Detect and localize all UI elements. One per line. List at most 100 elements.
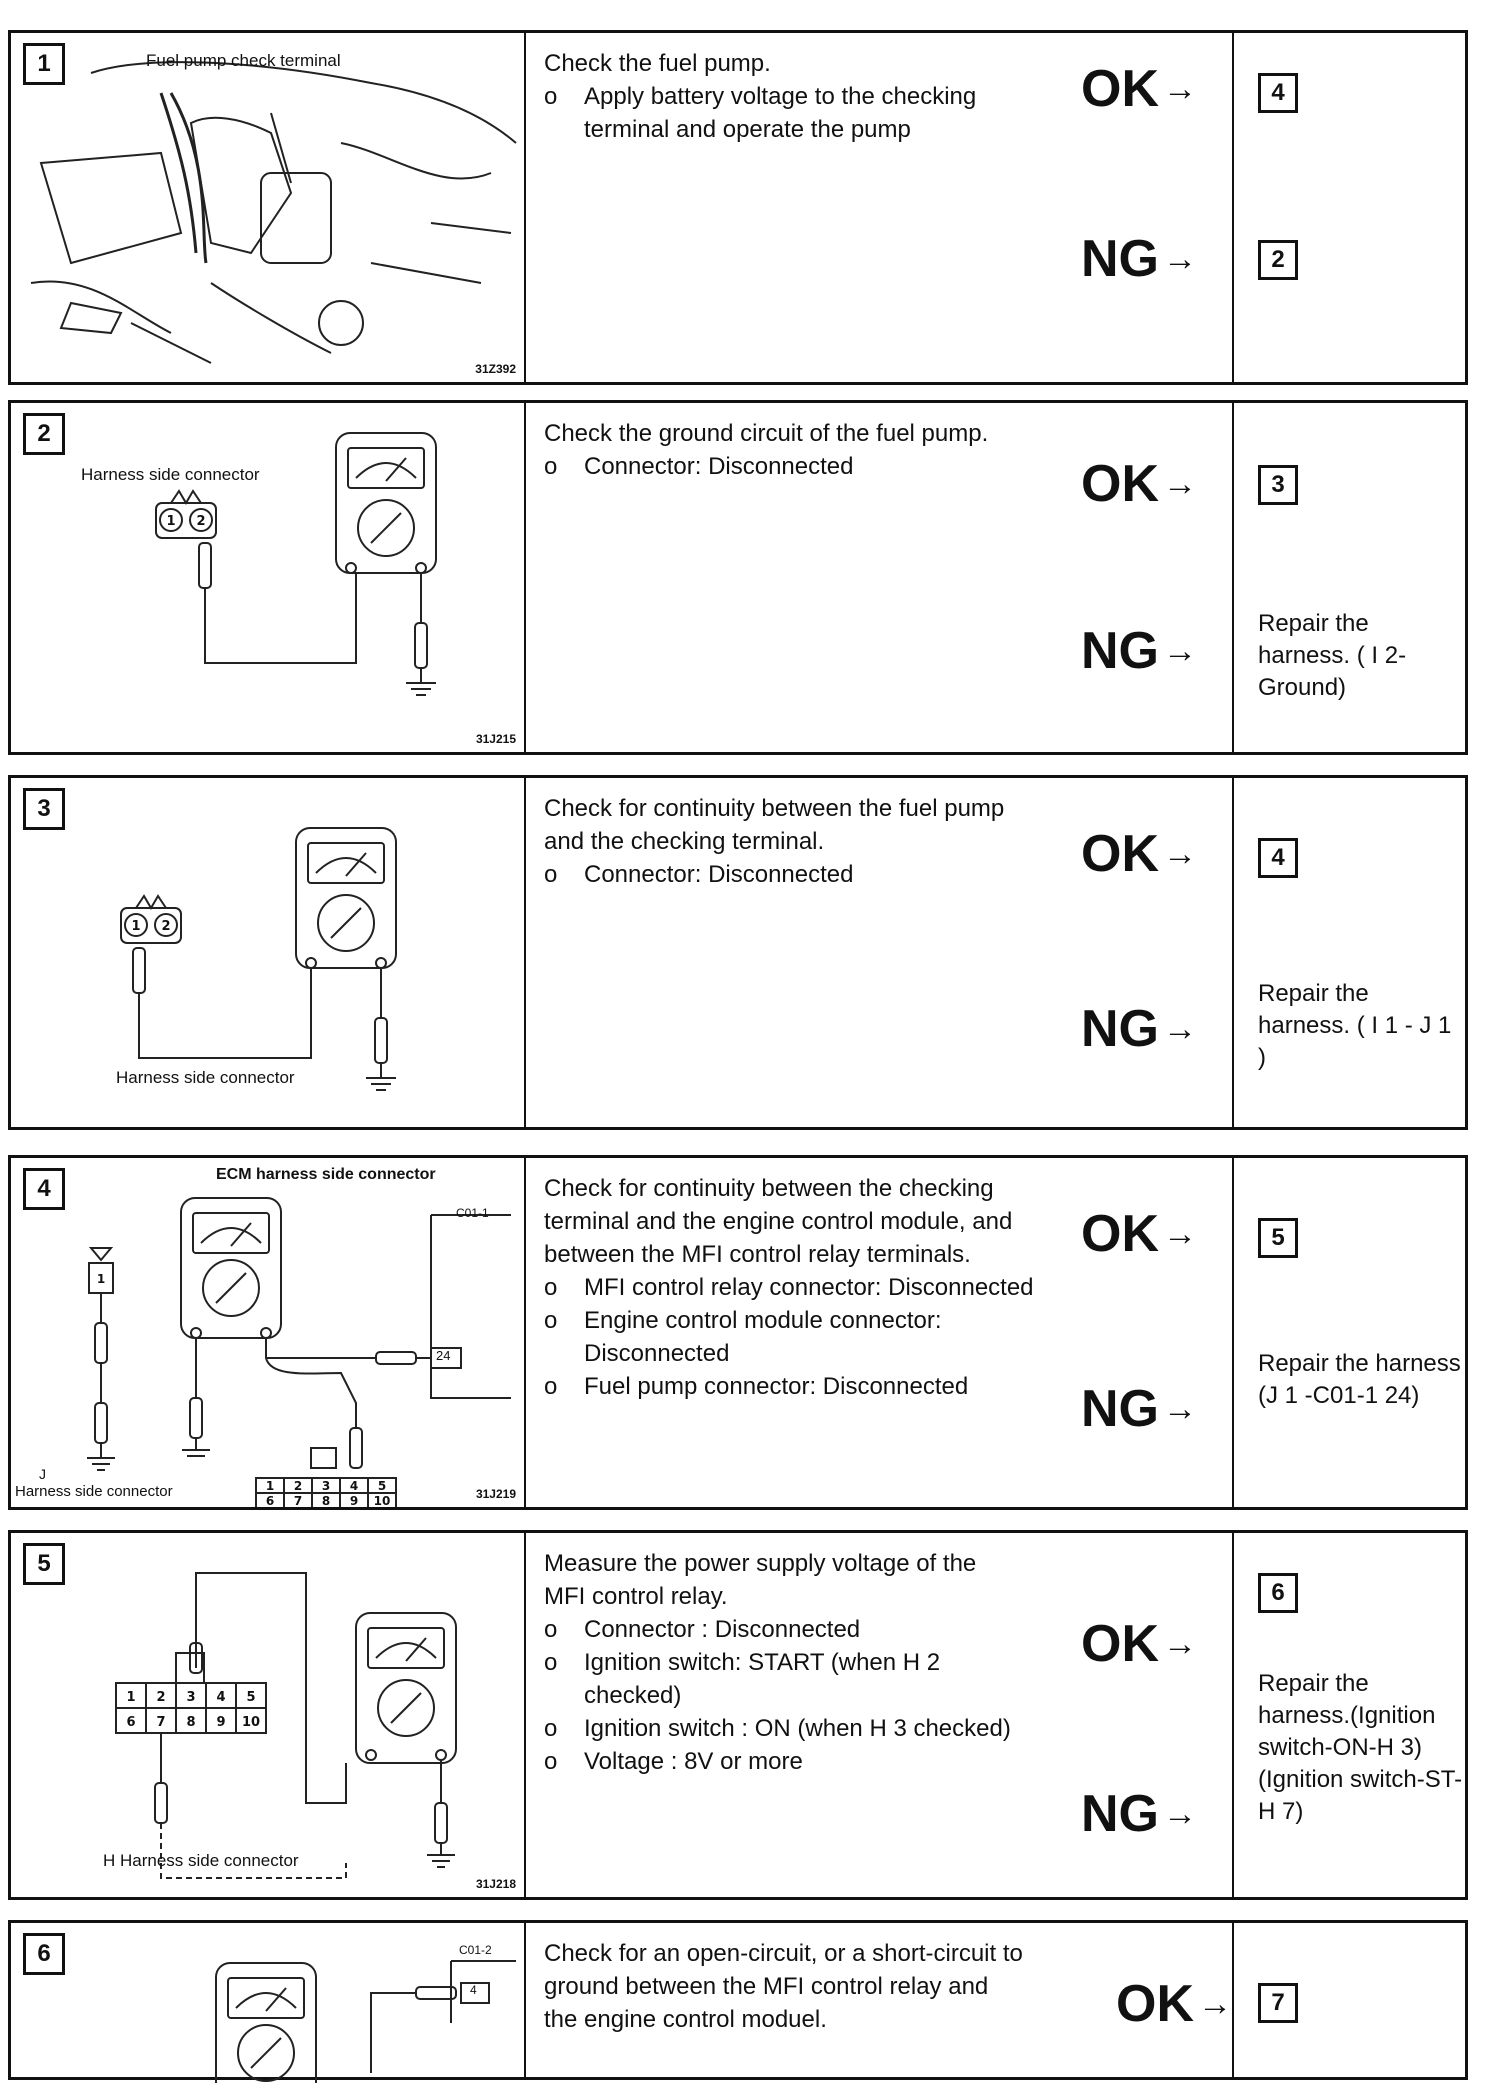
step-5-results: 6 Repair the harness.(Ignition switch-ON… xyxy=(1232,1533,1465,1897)
bullet: o Ignition switch: START (when H 2 checke… xyxy=(544,1646,1024,1712)
ok-label: OK xyxy=(1081,825,1159,883)
step-2-results: 3 Repair the harness. ( I 2-Ground) xyxy=(1232,403,1465,752)
figure-tag: J xyxy=(39,1466,46,1482)
bullet: o Apply battery voltage to the checking t… xyxy=(544,80,1024,146)
figure-code: 31Z392 xyxy=(475,362,516,376)
bullet-marker: o xyxy=(544,453,558,480)
svg-text:1: 1 xyxy=(126,1690,135,1705)
ng-branch: NG→ xyxy=(1081,233,1197,285)
bullet-text: Engine control module connector: Disconn… xyxy=(584,1307,942,1367)
ng-label: NG xyxy=(1081,230,1159,288)
bullet: o Engine control module connector: Discon… xyxy=(544,1304,1044,1370)
arrow-icon: → xyxy=(1163,835,1197,873)
bullet-marker: o xyxy=(544,1274,558,1301)
arrow-icon: → xyxy=(1163,70,1197,108)
step-3-description: Check for continuity between the fuel pu… xyxy=(526,778,1238,1127)
ng-branch: NG→ xyxy=(1081,1003,1197,1055)
arrow-icon: → xyxy=(1198,1985,1232,2023)
step-1-figure: 1 Fuel pump check terminal 31Z392 xyxy=(11,33,526,382)
ok-result: 5 xyxy=(1258,1218,1298,1258)
svg-text:4: 4 xyxy=(350,1479,358,1493)
step-text: Check for continuity between the checkin… xyxy=(544,1172,1044,1403)
svg-text:10: 10 xyxy=(374,1494,391,1507)
bullet-marker: o xyxy=(544,1616,558,1643)
figure-label: ECM harness side connector xyxy=(216,1166,436,1183)
ok-label: OK xyxy=(1081,1205,1159,1263)
arrow-icon: → xyxy=(1163,1215,1197,1253)
arrow-icon: → xyxy=(1163,1795,1197,1833)
ng-branch: NG→ xyxy=(1081,1788,1197,1840)
bullet-text: Ignition switch : ON (when H 3 checked) xyxy=(584,1715,1011,1742)
ng-label: NG xyxy=(1081,1380,1159,1438)
ok-branch: OK→ xyxy=(1081,1208,1197,1260)
step-1-description: Check the fuel pump. o Apply battery volt… xyxy=(526,33,1238,382)
multimeter-circuit-diagram xyxy=(215,1960,516,2083)
step-text: Check the ground circuit of the fuel pum… xyxy=(544,417,1024,483)
ok-result: 6 xyxy=(1258,1573,1298,1613)
svg-text:9: 9 xyxy=(216,1715,225,1730)
step-3-results: 4 Repair the harness. ( I 1 - J 1 ) xyxy=(1232,778,1465,1127)
svg-text:4: 4 xyxy=(216,1690,225,1705)
svg-text:2: 2 xyxy=(294,1479,302,1493)
pin-number: 24 xyxy=(436,1348,451,1363)
figure-code: 31J218 xyxy=(475,1877,516,1891)
step-1: 1 Fuel pump check terminal 31Z392 Check … xyxy=(8,30,1468,385)
bullet-text: Fuel pump connector: Disconnected xyxy=(584,1373,969,1400)
bullet-marker: o xyxy=(544,861,558,888)
step-4-results: 5 Repair the harness (J 1 -C01-1 24) xyxy=(1232,1158,1465,1507)
figure-label: H Harness side connector xyxy=(103,1851,299,1870)
bullet-marker: o xyxy=(544,83,558,110)
svg-text:1: 1 xyxy=(166,514,175,529)
arrow-icon: → xyxy=(1163,1010,1197,1048)
step-5-description: Measure the power supply voltage of the … xyxy=(526,1533,1238,1897)
svg-text:2: 2 xyxy=(161,919,170,934)
bullet-marker: o xyxy=(544,1307,558,1334)
ng-branch: NG→ xyxy=(1081,1383,1197,1435)
step-6: 6 C01-2 4 Check for an open-circuit, or … xyxy=(8,1920,1468,2083)
bullet-marker: o xyxy=(544,1373,558,1400)
svg-text:8: 8 xyxy=(186,1715,195,1730)
svg-text:3: 3 xyxy=(186,1690,195,1705)
ok-label: OK xyxy=(1081,60,1159,118)
bullet-text: Apply battery voltage to the checking te… xyxy=(584,83,977,143)
bullet-marker: o xyxy=(544,1748,558,1775)
figure-code: 31J215 xyxy=(475,732,516,746)
bullet: o Voltage : 8V or more xyxy=(544,1745,1024,1778)
step-number: 5 xyxy=(23,1543,65,1585)
step-title: Measure the power supply voltage of the … xyxy=(544,1550,977,1610)
bullet-text: Voltage : 8V or more xyxy=(584,1748,803,1775)
arrow-icon: → xyxy=(1163,465,1197,503)
ok-label: OK xyxy=(1116,1975,1194,2033)
ok-branch: OK→ xyxy=(1081,63,1197,115)
step-6-results: 7 xyxy=(1232,1923,1465,2077)
ok-branch: OK→ xyxy=(1081,1618,1197,1670)
svg-text:1: 1 xyxy=(131,919,140,934)
bullet-text: Ignition switch: START (when H 2 checked… xyxy=(584,1649,941,1709)
svg-text:2: 2 xyxy=(156,1690,165,1705)
step-text: Check for continuity between the fuel pu… xyxy=(544,792,1024,891)
step-number: 1 xyxy=(23,43,65,85)
ng-label: NG xyxy=(1081,622,1159,680)
bullet-text: Connector: Disconnected xyxy=(584,453,854,480)
step-title: Check the fuel pump. xyxy=(544,50,771,77)
svg-text:1: 1 xyxy=(97,1272,105,1286)
svg-text:10: 10 xyxy=(242,1715,260,1730)
figure-label: Harness side connector xyxy=(116,1068,295,1087)
ok-label: OK xyxy=(1081,455,1159,513)
step-1-results: 4 2 xyxy=(1232,33,1465,382)
pin-number: 4 xyxy=(470,1983,477,1997)
bullet-marker: o xyxy=(544,1649,558,1676)
svg-text:6: 6 xyxy=(266,1494,274,1507)
figure-code: 31J219 xyxy=(475,1487,516,1501)
